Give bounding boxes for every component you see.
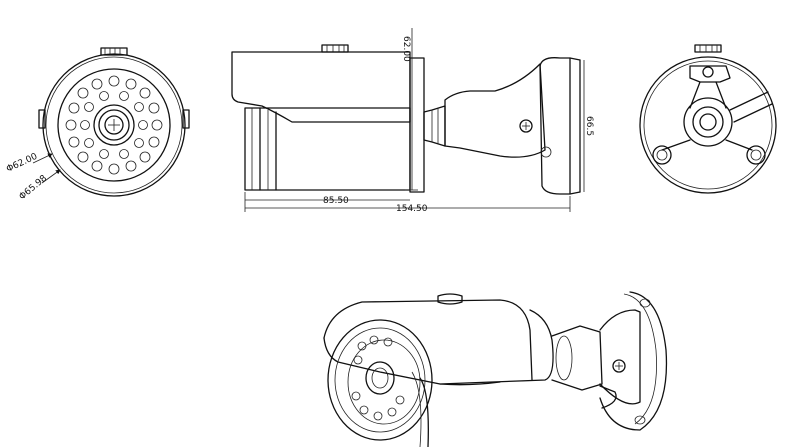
mount-height-label: 66.5 [584, 116, 594, 136]
rear-view [639, 44, 777, 194]
front-view: Φ62.00 Φ65.98 [5, 47, 190, 202]
body-length-label: 85.50 [323, 196, 349, 206]
side-view: 62.00 66.5 85.50 154.50 [231, 28, 594, 214]
front-inner-diameter-label: Φ62.00 [5, 152, 39, 175]
front-outer-diameter-label: Φ65.98 [18, 173, 50, 202]
total-length-label: 154.50 [396, 204, 428, 214]
side-top-dimension-label: 62.00 [401, 36, 411, 62]
perspective-view [323, 291, 668, 447]
ir-led-ring [65, 75, 163, 175]
